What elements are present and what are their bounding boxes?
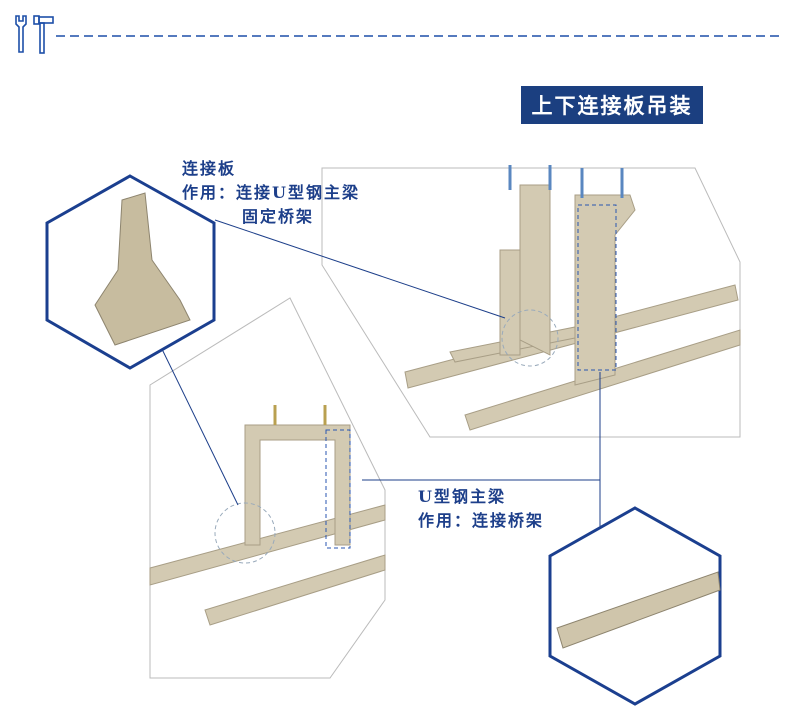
beam-label: U型钢主梁: [418, 487, 506, 506]
page-title: 上下连接板吊装: [521, 86, 703, 124]
highlight-plate-bottom: [214, 502, 276, 564]
highlight-plate-top: [501, 309, 559, 367]
beam-function: 作用：连接桥架: [418, 511, 545, 530]
callout-lines: [159, 219, 601, 528]
highlight-beam-top: [577, 204, 617, 371]
tools-icon: [15, 15, 54, 54]
highlight-beam-bottom: [325, 429, 351, 549]
plate-function-cont: 固定桥架: [242, 207, 315, 226]
connection-plate-image: [94, 192, 191, 346]
plate-function: 作用：连接U型钢主梁: [182, 183, 360, 202]
beam-detail-hexagon: [548, 506, 722, 706]
top-cable-tray: [404, 165, 741, 431]
u-beam-image: [556, 571, 721, 649]
plate-label: 连接板: [182, 159, 237, 178]
plate-detail-hexagon: [45, 174, 216, 370]
